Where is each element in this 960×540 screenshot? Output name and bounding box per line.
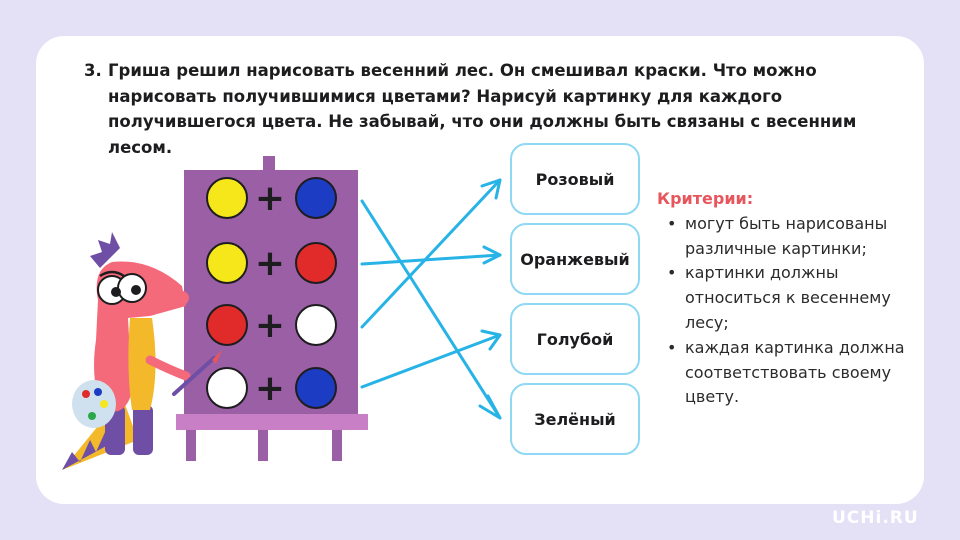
arrowhead-green [478, 394, 502, 420]
easel: + + + + [176, 156, 368, 461]
criteria-list: могут быть нарисованы различные картинки… [657, 212, 917, 410]
task-text: 3. Гриша решил нарисовать весенний лес. … [84, 58, 894, 160]
paint-right-3 [295, 304, 337, 346]
paint-left-4 [206, 367, 248, 409]
option-orange: Оранжевый [510, 223, 640, 295]
paint-left-1 [206, 177, 248, 219]
dino-character [62, 232, 222, 470]
arrowhead-orange [482, 245, 502, 265]
paint-left-2 [206, 242, 248, 284]
connection-arrows [360, 178, 502, 420]
option-light-blue: Голубой [510, 303, 640, 375]
paint-left-3 [206, 304, 248, 346]
paint-right-4 [295, 367, 337, 409]
plus-sign-4: + [255, 368, 285, 409]
plus-sign-2: + [255, 243, 285, 284]
criteria-item: могут быть нарисованы различные картинки… [657, 212, 917, 262]
arrow-row1-to-green [360, 199, 502, 420]
task-number: 3. [84, 61, 102, 80]
plus-sign-3: + [255, 305, 285, 346]
uchi-logo: UCHi.RU [832, 508, 919, 528]
arrow-row3-to-pink [360, 178, 502, 329]
option-pink: Розовый [510, 143, 640, 215]
arrow-row2-to-orange [360, 253, 502, 266]
arrowhead-blue [480, 329, 502, 351]
criteria-item: каждая картинка должна соответствовать с… [657, 336, 917, 410]
paint-right-2 [295, 242, 337, 284]
criteria-block: Критерии: могут быть нарисованы различны… [657, 187, 917, 410]
criteria-item: картинки должны относиться к весеннему л… [657, 261, 917, 335]
arrowhead-pink [480, 178, 502, 200]
arrow-row4-to-blue [360, 333, 502, 389]
criteria-title: Критерии: [657, 189, 754, 208]
plus-sign-1: + [255, 178, 285, 219]
paint-right-1 [295, 177, 337, 219]
option-green: Зелёный [510, 383, 640, 455]
task-question: Гриша решил нарисовать весенний лес. Он … [108, 61, 857, 157]
